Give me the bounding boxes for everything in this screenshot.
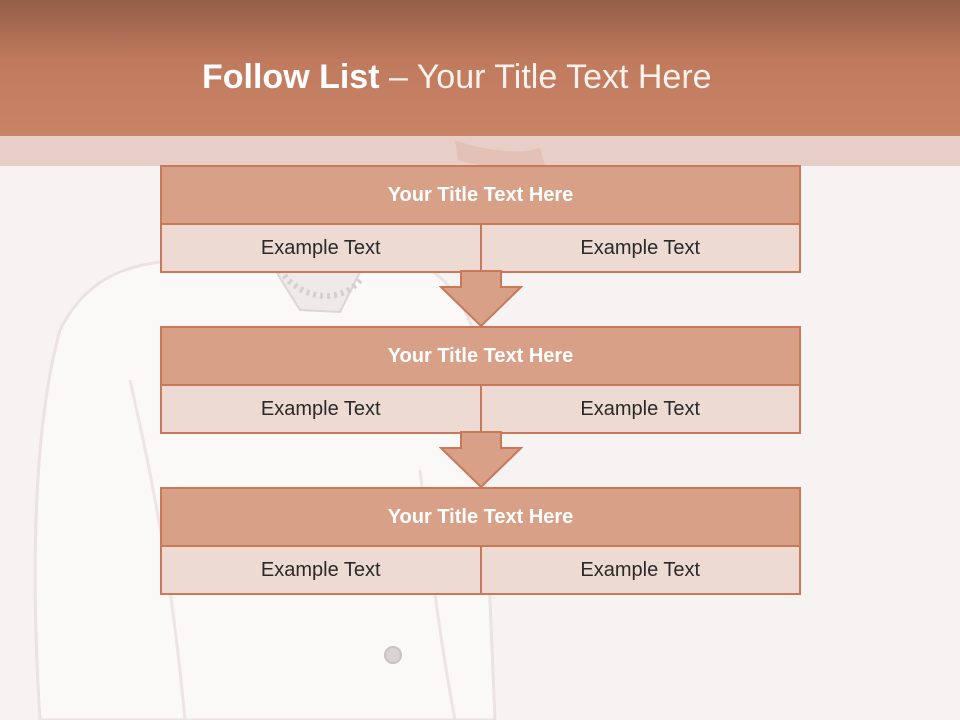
down-arrow-icon	[439, 431, 523, 489]
slide-title: Follow List – Your Title Text Here	[202, 55, 712, 99]
block-title: Your Title Text Here	[162, 489, 799, 547]
block-title: Your Title Text Here	[162, 167, 799, 225]
block-row: Example Text Example Text	[162, 225, 799, 271]
slide-title-bold: Follow List	[202, 58, 380, 96]
block-cell-left: Example Text	[162, 225, 480, 271]
block-title: Your Title Text Here	[162, 328, 799, 386]
list-block-2: Your Title Text Here Example Text Exampl…	[160, 326, 801, 434]
block-cell-left: Example Text	[162, 386, 480, 432]
block-cell-right: Example Text	[479, 547, 799, 593]
down-arrow-icon	[439, 270, 523, 328]
block-cell-right: Example Text	[479, 386, 799, 432]
block-row: Example Text Example Text	[162, 386, 799, 432]
block-cell-left: Example Text	[162, 547, 480, 593]
slide-title-rest: – Your Title Text Here	[379, 58, 712, 96]
header-band	[0, 136, 960, 166]
header-bar	[0, 0, 960, 136]
block-cell-right: Example Text	[479, 225, 799, 271]
list-block-3: Your Title Text Here Example Text Exampl…	[160, 487, 801, 595]
list-block-1: Your Title Text Here Example Text Exampl…	[160, 165, 801, 273]
block-row: Example Text Example Text	[162, 547, 799, 593]
